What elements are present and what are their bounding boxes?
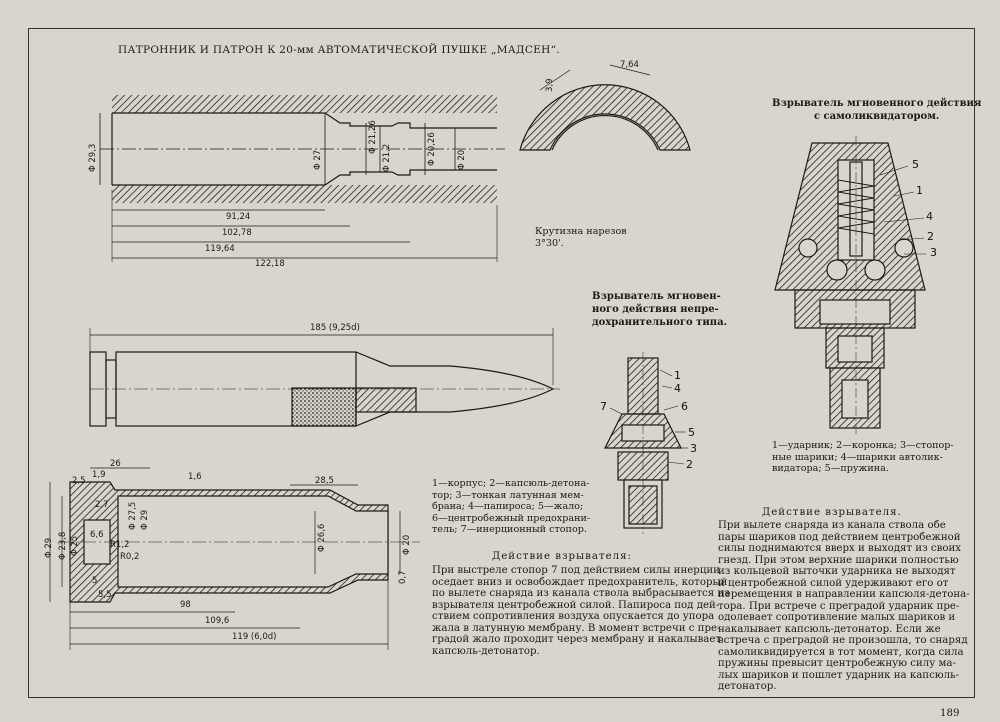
case-dim-16: 1,6 [188,472,202,482]
rifling-dim-a: 3,9 [545,78,555,92]
cartridge-drawing [89,328,560,427]
case-dim-19: 1,9 [92,470,106,480]
case-dim-d25: Φ 25 [70,535,80,556]
fuze1-callout-4: 4 [674,382,681,395]
page-number: 189 [940,708,960,719]
fuze1-callout-1: 1 [674,369,681,382]
fuze1-heading: Взрыватель мгновен- ного действия непре-… [592,291,728,328]
fuze2-callout-5: 5 [912,158,919,171]
fuze2-heading: Взрыватель мгновенного действия с самоли… [772,98,982,122]
case-dim-d238: Φ 23,8 [58,531,68,560]
page-border [28,28,975,698]
chamber-dim-d293: Φ 29,3 [88,143,98,172]
rifling-detail [519,64,691,151]
cartridge-length: 185 (9,25d) [310,323,360,333]
fuze2-callout-3: 3 [930,246,937,259]
fuze2-action-heading: Действие взрывателя. [762,507,902,518]
chamber-dim-d212: Φ 21,2 [382,143,392,172]
chamber-dim-d2126: Φ 21,26 [368,120,378,154]
fuze2-action-text: При вылете снаряда из канала ствола обе … [718,520,970,692]
fuze1-action-heading: Действие взрывателя: [492,551,632,562]
case-dim-d266: Φ 26,6 [317,523,327,552]
case-drawing [49,467,420,650]
chamber-drawing [99,95,505,262]
case-dim-285: 28,5 [315,476,334,486]
case-dim-1096: 109,6 [205,616,230,626]
chamber-dim-d27: Φ 27 [313,149,323,170]
case-dim-119: 119 (6,0d) [232,632,277,642]
fuze2-drawing [774,136,926,434]
fuze2-callout-2: 2 [927,230,934,243]
fuze1-callout-5: 5 [688,426,695,439]
fuze1-callout-7: 7 [600,400,607,413]
chamber-dim-d2026: Φ 20,26 [427,132,437,166]
case-dim-55: 5,5 [98,590,112,600]
fuze2-legend: 1—ударник; 2—коронка; 3—стопор- ные шари… [772,440,954,475]
rifling-caption: Крутизна нарезов 3°30'. [535,226,627,249]
fuze2-callout-1: 1 [916,184,923,197]
case-dim-25: 2,5 [72,476,86,486]
fuze1-callout-2: 2 [686,458,693,471]
chamber-length-3: 119,64 [205,244,235,254]
fuze1-legend: 1—корпус; 2—капсюль-детона- тор; 3—тонка… [432,478,591,536]
fuze1-drawing [604,352,688,534]
case-dim-r12: R1,2 [110,540,130,550]
case-dim-d29: Φ 29 [44,537,54,558]
chamber-length-1: 91,24 [226,212,251,222]
case-dim-d275: Φ 27,5 [128,501,138,530]
fuze1-callout-6: 6 [681,400,688,413]
case-dim-27: 2,7 [95,500,109,510]
case-dim-07: 0,7 [398,570,408,584]
case-dim-26: 26 [110,459,121,469]
case-dim-98: 98 [180,600,191,610]
page-title: ПАТРОННИК И ПАТРОН К 20-мм АВТОМАТИЧЕСКО… [118,44,560,56]
chamber-length-2: 102,78 [222,228,252,238]
rifling-dim-b: 7,64 [620,60,639,70]
fuze2-callout-4: 4 [926,210,933,223]
fuze1-callout-3: 3 [690,442,697,455]
case-dim-d20: Φ 20 [402,534,412,555]
fuze1-action-text: При выстреле стопор 7 под действием силы… [432,565,730,657]
case-dim-5: 5 [92,576,98,586]
chamber-length-4: 122,18 [255,259,285,269]
case-dim-d29b: Φ 29 [140,509,150,530]
case-dim-66: 6,6 [90,530,104,540]
case-dim-r02: R0,2 [120,552,140,562]
chamber-dim-d20: Φ 20 [457,149,467,170]
